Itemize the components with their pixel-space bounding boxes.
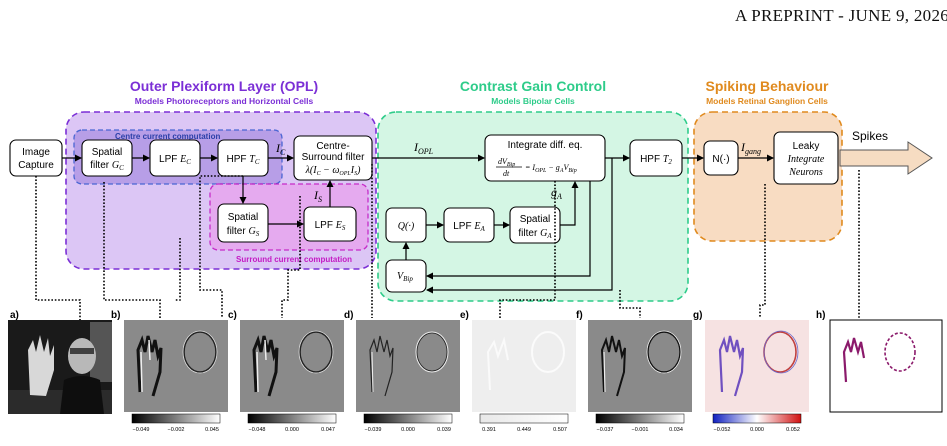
normalization-block: N(·): [703, 140, 739, 176]
integrate-block: Integrate diff. eq. dVBip dt = IOPL − gA…: [484, 134, 606, 182]
q-block: Q(·): [385, 207, 427, 243]
svg-text:0.039: 0.039: [437, 427, 451, 433]
svg-text:Spatial: Spatial: [228, 212, 259, 223]
svg-text:dt: dt: [503, 169, 510, 178]
cgc-subtitle: Models Bipolar Cells: [491, 96, 575, 106]
svg-text:Spatial: Spatial: [92, 147, 123, 158]
svg-text:filter GA: filter GA: [518, 228, 552, 240]
panel-b-label: b): [111, 310, 120, 321]
svg-text:λ(IC − ωOPLIS): λ(IC − ωOPLIS): [305, 165, 362, 177]
is-label: IS: [313, 188, 322, 204]
svg-text:dVBip: dVBip: [498, 157, 515, 168]
svg-text:Neurons: Neurons: [788, 167, 823, 178]
vbip-block: VBip: [385, 259, 427, 293]
opl-subtitle: Models Photoreceptors and Horizontal Cel…: [135, 96, 314, 106]
svg-text:LPF EA: LPF EA: [453, 221, 485, 233]
svg-text:LPF EC: LPF EC: [159, 154, 191, 166]
spatial-filter-gc-block: Spatial filter GC: [81, 139, 133, 177]
svg-text:0.391: 0.391: [482, 427, 496, 433]
spatial-filter-ga-block: Spatial filter GA: [509, 206, 561, 244]
svg-text:0.034: 0.034: [669, 427, 683, 433]
svg-text:filter GC: filter GC: [90, 160, 124, 172]
image-capture-block: Image Capture: [9, 139, 63, 177]
cgc-title: Contrast Gain Control: [460, 78, 606, 94]
panel-a-image: [8, 320, 112, 414]
lpf-ea-block: LPF EA: [443, 207, 495, 243]
ga-label: gA: [551, 185, 562, 201]
svg-text:−0.001: −0.001: [632, 427, 649, 433]
panel-g-image: [705, 320, 809, 412]
colorbar-g: −0.052 0.000 0.052: [712, 413, 802, 433]
svg-text:−0.052: −0.052: [714, 427, 731, 433]
spatial-filter-gs-block: Spatial filter GS: [217, 203, 269, 243]
panel-f-label: f): [576, 310, 583, 321]
spikes-label: Spikes: [852, 129, 888, 143]
svg-text:0.507: 0.507: [553, 427, 567, 433]
svg-text:0.449: 0.449: [517, 427, 531, 433]
svg-text:Surround filter: Surround filter: [302, 152, 365, 163]
opl-title: Outer Plexiform Layer (OPL): [130, 78, 318, 94]
svg-text:Integrate: Integrate: [787, 154, 825, 165]
svg-text:0.045: 0.045: [205, 427, 219, 433]
leaky-integrate-block: Leaky Integrate Neurons: [773, 131, 839, 185]
panel-h-image: [829, 319, 943, 413]
svg-text:−0.002: −0.002: [168, 427, 185, 433]
lpf-es-block: LPF ES: [303, 206, 357, 242]
panel-c-image: [240, 320, 344, 412]
panel-e-label: e): [460, 310, 469, 321]
svg-text:HPF T2: HPF T2: [640, 154, 672, 166]
svg-text:Capture: Capture: [18, 160, 54, 171]
svg-text:0.047: 0.047: [321, 427, 335, 433]
svg-text:0.000: 0.000: [401, 427, 415, 433]
spikes-arrow: [839, 141, 933, 175]
panel-d-image: [356, 320, 460, 412]
svg-text:0.000: 0.000: [750, 427, 764, 433]
svg-text:N(·): N(·): [712, 154, 729, 165]
svg-text:HPF TC: HPF TC: [226, 154, 259, 166]
svg-text:−0.049: −0.049: [133, 427, 150, 433]
svg-text:filter GS: filter GS: [227, 226, 260, 238]
svg-text:−0.037: −0.037: [597, 427, 614, 433]
colorbar-b: −0.049 −0.002 0.045: [131, 413, 221, 433]
page-header: A PREPRINT - JUNE 9, 2026: [735, 6, 947, 25]
colorbar-e: 0.391 0.449 0.507: [479, 413, 569, 433]
centre-label: Centre current computation: [115, 132, 220, 141]
svg-text:−0.039: −0.039: [365, 427, 382, 433]
svg-text:Leaky: Leaky: [793, 141, 820, 152]
svg-text:Q(·): Q(·): [398, 221, 415, 232]
svg-text:= IOPL − gAVBip: = IOPL − gAVBip: [525, 163, 577, 174]
svg-text:LPF ES: LPF ES: [315, 220, 346, 232]
colorbar-c: −0.048 0.000 0.047: [247, 413, 337, 433]
svg-text:Spatial: Spatial: [520, 214, 551, 225]
hpf-tc-block: HPF TC: [217, 139, 269, 177]
centre-surround-filter-block: Centre- Surround filter λ(IC − ωOPLIS): [293, 135, 373, 181]
colorbar-d: −0.039 0.000 0.039: [363, 413, 453, 433]
svg-text:Image: Image: [22, 147, 50, 158]
panel-d-label: d): [344, 310, 353, 321]
hpf-t2-block: HPF T2: [629, 139, 683, 177]
panel-c-label: c): [228, 310, 237, 321]
panel-h-label: h): [816, 310, 825, 321]
svg-text:0.000: 0.000: [285, 427, 299, 433]
panel-b-image: [124, 320, 228, 412]
colorbar-f: −0.037 −0.001 0.034: [595, 413, 685, 433]
surround-label: Surround current computation: [236, 255, 352, 264]
spk-title: Spiking Behaviour: [706, 78, 829, 94]
ic-label: IC: [275, 141, 286, 157]
svg-text:−0.048: −0.048: [249, 427, 266, 433]
svg-text:0.052: 0.052: [786, 427, 800, 433]
panel-f-image: [588, 320, 692, 412]
svg-text:Integrate diff. eq.: Integrate diff. eq.: [508, 140, 583, 151]
panel-a-label: a): [10, 310, 19, 321]
spk-subtitle: Models Retinal Ganglion Cells: [706, 96, 828, 106]
panel-g-label: g): [693, 310, 702, 321]
lpf-ec-block: LPF EC: [149, 139, 201, 177]
svg-text:Centre-: Centre-: [316, 141, 349, 152]
panel-e-image: [472, 320, 576, 412]
